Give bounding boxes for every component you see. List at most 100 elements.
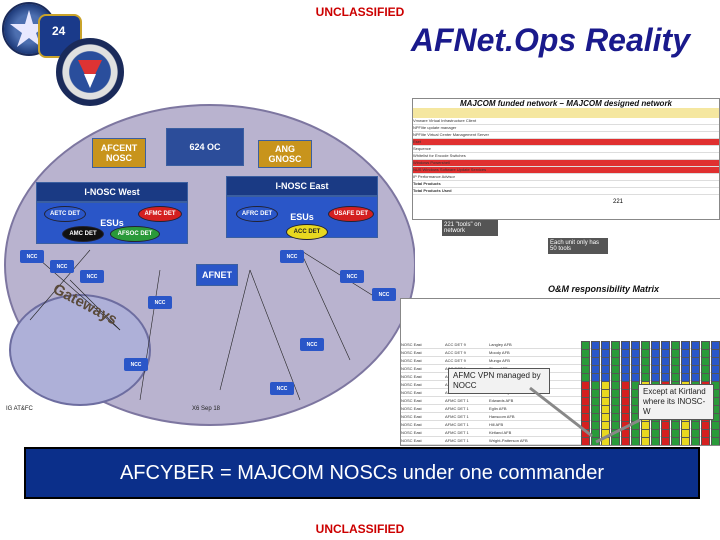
matrix-nocc-cell: NOSC East (401, 414, 422, 419)
cyber-command-seal-logo (56, 38, 124, 106)
tools-count: 221 (613, 199, 624, 205)
tool-row: NPFlite update manager (413, 125, 719, 132)
ncc-node: NCC (340, 270, 364, 283)
tool-row: Vmware Virtual Infrastructure Client (413, 118, 719, 125)
matrix-nocc-cell: NOSC East (401, 382, 422, 387)
tools-heading: MAJCOM funded network – MAJCOM designed … (459, 99, 672, 108)
matrix-row: NOSC East AFMC DET 1 Hanscom AFB (401, 413, 720, 421)
matrix-unit-cell: AFMC DET 1 (445, 406, 469, 411)
matrix-base-cell: Hill AFB (489, 422, 504, 427)
afnet-box: AFNET (196, 264, 238, 286)
matrix-label: O&M responsibility Matrix (548, 284, 660, 294)
matrix-base-cell: Edwards AFB (489, 398, 514, 403)
callout-each-unit: Each unit only has 50 tools (548, 238, 608, 254)
matrix-nocc-cell: NOSC East (401, 438, 422, 443)
ncc-node: NCC (372, 288, 396, 301)
matrix-row: NOSC East ACC DET 9 Langley AFB (401, 341, 720, 349)
diagram-footer-mid: X6 Sep 18 (192, 406, 221, 412)
matrix-grid-cell (711, 437, 720, 445)
matrix-unit-cell: AFMC DET 1 (445, 422, 469, 427)
matrix-base-cell: Mungo AFB (489, 358, 510, 363)
matrix-grid-cell (611, 437, 620, 445)
acc-det-ellipse: ACC DET (286, 224, 328, 240)
matrix-unit-cell: AFMC DET 1 (445, 438, 469, 443)
matrix-row: NOSC East AFMC DET 1 Kirtland AFB (401, 429, 720, 437)
matrix-unit-cell: AFMC DET 1 (445, 414, 469, 419)
matrix-nocc-cell: NOSC East (401, 350, 422, 355)
tool-row: NUS Windows Software Update Services (413, 167, 719, 174)
ncc-node: NCC (300, 338, 324, 351)
matrix-nocc-cell: NOSC East (401, 406, 422, 411)
matrix-grid-cell (671, 437, 680, 445)
matrix-grid-cell (691, 437, 700, 445)
matrix-nocc-cell: NOSC East (401, 398, 422, 403)
tool-row: Eset (413, 139, 719, 146)
inosc-west-box: I-NOSC West (36, 182, 188, 202)
ncc-node: NCC (148, 296, 172, 309)
total-used-row: Total Products Used (413, 188, 719, 195)
matrix-row: NOSC East AFMC DET 1 Edwards AFB (401, 397, 720, 405)
aetc-det-ellipse: AETC DET (44, 206, 86, 222)
matrix-base-cell: Eglin AFB (489, 406, 507, 411)
matrix-row: NOSC East AFMC DET 1 Hill AFB (401, 421, 720, 429)
inosc-east-box: I-NOSC East (226, 176, 378, 196)
624-oc-box: 624 OC (166, 128, 244, 166)
badge-number: 24 (52, 24, 66, 38)
matrix-unit-cell: AFMC DET 1 (445, 430, 469, 435)
ncc-node: NCC (50, 260, 74, 273)
matrix-nocc-cell: NOSC East (401, 422, 422, 427)
callout-arrows (529, 386, 641, 444)
matrix-grid-cell (631, 437, 640, 445)
tools-column-header (413, 108, 719, 118)
matrix-nocc-cell: NOSC East (401, 430, 422, 435)
matrix-base-cell: Wright-Patterson AFB (489, 438, 528, 443)
matrix-nocc-cell: NOSC East (401, 358, 422, 363)
afrc-det-ellipse: AFRC DET (236, 206, 278, 222)
tool-row: Sequence (413, 146, 719, 153)
matrix-nocc-cell: NOSC East (401, 342, 422, 347)
matrix-grid-cell (661, 437, 670, 445)
matrix-header (401, 299, 720, 341)
matrix-unit-cell: AFMC DET 1 (445, 398, 469, 403)
matrix-base-cell: Hanscom AFB (489, 414, 515, 419)
matrix-base-cell: Kirtland AFB (489, 430, 512, 435)
matrix-unit-cell: ACC DET 9 (445, 342, 466, 347)
matrix-row: NOSC East ACC DET 9 Moody AFB (401, 349, 720, 357)
afcent-nosc-box: AFCENT NOSC (92, 138, 146, 168)
matrix-grid-cell (701, 437, 710, 445)
page-title: AFNet.Ops Reality (410, 22, 690, 58)
matrix-nocc-cell: NOSC East (401, 366, 422, 371)
matrix-row: NOSC East AFMC DET 1 Wright-Patterson AFB (401, 437, 720, 445)
ncc-node: NCC (124, 358, 148, 371)
matrix-nocc-cell: NOSC East (401, 390, 422, 395)
diagram-footer-left: IG AT&FC (6, 406, 33, 412)
matrix-base-cell: Moody AFB (489, 350, 510, 355)
ncc-node: NCC (280, 250, 304, 263)
network-diagram: AFCENT NOSC 624 OC ANG GNOSC I-NOSC West… (0, 100, 415, 430)
summary-banner: AFCYBER = MAJCOM NOSCs under one command… (24, 447, 700, 499)
afsoc-det-ellipse: AFSOC DET (110, 226, 160, 242)
tools-spreadsheet: MAJCOM funded network – MAJCOM designed … (412, 98, 720, 220)
amc-det-ellipse: AMC DET (62, 226, 104, 242)
afmc-det-ellipse: AFMC DET (138, 206, 182, 222)
tool-row: IP Performance Advisor (413, 174, 719, 181)
callout-tools: 221 "tools" on network (442, 220, 498, 236)
ncc-node: NCC (20, 250, 44, 263)
classification-top: UNCLASSIFIED (315, 5, 405, 19)
tool-row: NPFlite Virtual Center Management Server (413, 132, 719, 139)
matrix-grid-cell (581, 437, 590, 445)
matrix-unit-cell: ACC DET 9 (445, 350, 466, 355)
tool-row: Whitelist for Encode Switches (413, 153, 719, 160)
ang-gnosc-box: ANG GNOSC (258, 140, 312, 168)
matrix-base-cell: Langley AFB (489, 342, 512, 347)
matrix-grid-cell (651, 437, 660, 445)
classification-bottom: UNCLASSIFIED (315, 522, 405, 536)
matrix-grid-cell (681, 437, 690, 445)
matrix-grid-cell (641, 437, 650, 445)
matrix-grid-cell (621, 437, 630, 445)
matrix-nocc-cell: NOSC East (401, 374, 422, 379)
tool-row: Windows Powershell (413, 160, 719, 167)
callout-kirtland: Except at Kirtland where its INOSC-W (638, 384, 714, 420)
